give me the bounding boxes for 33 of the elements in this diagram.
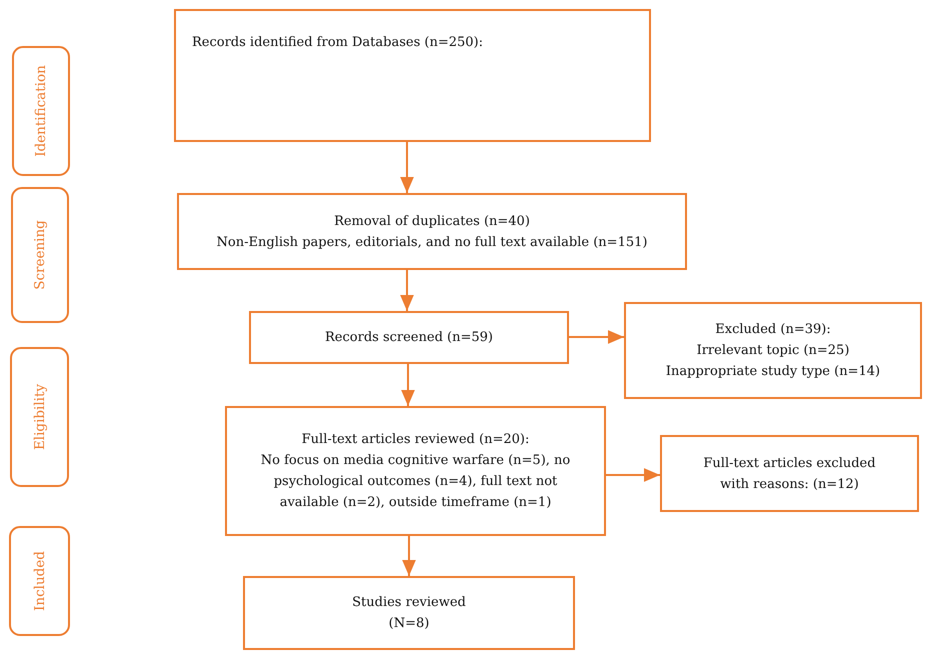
box-text: (N=8) — [388, 615, 430, 633]
box-text: Inappropriate study type (n=14) — [666, 363, 880, 381]
arrow — [400, 142, 414, 193]
phase-box — [12, 46, 70, 176]
arrow — [569, 330, 624, 344]
arrow — [402, 536, 416, 576]
phase-label: Included — [32, 551, 48, 611]
phase-label: Identification — [33, 65, 49, 157]
arrow — [606, 468, 660, 482]
arrow — [401, 364, 415, 406]
arrow — [400, 270, 414, 311]
process-box — [243, 576, 575, 650]
box-text: Irrelevant topic (n=25) — [696, 342, 850, 360]
phase-label: Eligibility — [32, 384, 48, 450]
process-box — [225, 406, 606, 536]
phase-box — [9, 526, 70, 636]
box-text: Full-text articles excluded with reasons: (n=12) — [702, 454, 877, 494]
box-text: Records screened (n=59) — [325, 329, 493, 347]
phase-box — [11, 187, 69, 323]
box-text: Studies reviewed — [352, 594, 466, 612]
box-text: Records identified from Databases (n=250): — [192, 34, 483, 52]
process-box — [249, 311, 569, 364]
phase-label: Screening — [32, 220, 48, 290]
box-text: Removal of duplicates (n=40) — [334, 212, 530, 230]
box-text: No focus on media cognitive warfare (n=5), no psychological outcomes (n=4), full text not available (n=2), outside timeframe (n=1) — [260, 452, 572, 512]
process-box — [624, 302, 922, 399]
process-box — [660, 435, 919, 512]
box-text: Excluded (n=39): — [715, 321, 831, 339]
box-text: Non-English papers, editorials, and no full text available (n=151) — [216, 234, 648, 252]
process-box — [174, 9, 651, 142]
box-text: Full-text articles reviewed (n=20): — [302, 431, 530, 449]
phase-box — [10, 347, 69, 487]
process-box — [177, 193, 687, 270]
